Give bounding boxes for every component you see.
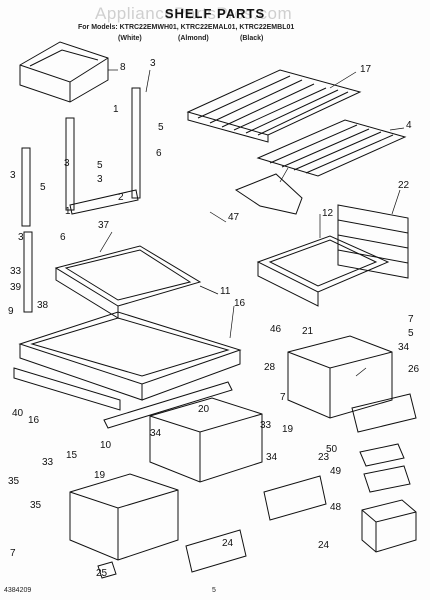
callout-label: 28 xyxy=(264,362,276,373)
callout-label: 49 xyxy=(330,466,342,477)
leader-lines xyxy=(99,69,405,377)
color-black-label: (Black) xyxy=(240,35,264,42)
callout-label: 3 xyxy=(10,170,16,181)
callout-label: 16 xyxy=(234,298,246,309)
callout-label: 5 xyxy=(408,328,414,339)
callout-label: 5 xyxy=(158,122,164,133)
panel-22-drawing xyxy=(337,204,409,279)
page-number: 5 xyxy=(212,587,216,594)
callout-label: 1 xyxy=(65,206,71,217)
callout-label: 10 xyxy=(100,440,112,451)
doc-number: 4384209 xyxy=(4,587,32,594)
callout-label: 20 xyxy=(198,404,210,415)
drawer-front-24-lower xyxy=(185,529,247,573)
callout-label: 12 xyxy=(322,208,334,219)
rail-left-lower xyxy=(23,231,33,313)
callout-label: 23 xyxy=(318,452,330,463)
crisper-drawer-19-center xyxy=(149,397,263,483)
rail-center-right xyxy=(131,87,141,199)
callout-label: 34 xyxy=(398,342,410,353)
callout-label: 39 xyxy=(10,282,22,293)
watermark: AppliancePartsPros.com xyxy=(95,4,293,23)
rail-left-upper xyxy=(21,147,31,227)
rail-center-left xyxy=(65,117,75,211)
callout-label: 7 xyxy=(408,314,414,325)
callout-label: 34 xyxy=(266,452,278,463)
callout-label: 1 xyxy=(113,104,119,115)
callout-label: 8 xyxy=(120,62,126,73)
callout-label: 33 xyxy=(42,457,54,468)
shelf-frame-9 xyxy=(18,311,242,401)
callout-label: 3 xyxy=(18,232,24,243)
callout-label: 16 xyxy=(28,415,40,426)
crisper-drawer-23 xyxy=(287,335,393,419)
callout-label: 25 xyxy=(96,568,108,579)
callout-label: 11 xyxy=(220,286,231,297)
callout-label: 3 xyxy=(150,58,156,69)
callout-label: 6 xyxy=(60,232,66,243)
egg-tray-49 xyxy=(363,465,411,493)
trim-40 xyxy=(13,367,121,411)
callout-label: 37 xyxy=(98,220,110,231)
color-almond-label: (Almond) xyxy=(178,35,209,42)
callout-label: 9 xyxy=(8,306,14,317)
drawer-front-26 xyxy=(351,393,417,433)
callout-label: 22 xyxy=(398,180,410,191)
lid-50 xyxy=(359,443,405,467)
callout-label: 35 xyxy=(30,500,42,511)
drawer-front-24-upper xyxy=(263,475,327,521)
wire-shelf-4 xyxy=(256,119,407,177)
callout-label: 40 xyxy=(12,408,24,419)
callout-label: 6 xyxy=(156,148,162,159)
callout-label: 17 xyxy=(360,64,372,75)
callout-label: 38 xyxy=(37,300,49,311)
callout-label: 3 xyxy=(97,174,103,185)
dairy-bin-48 xyxy=(361,499,417,553)
callout-label: 24 xyxy=(318,540,330,551)
glass-shelf-37 xyxy=(54,245,202,319)
rail-crossbar xyxy=(69,189,139,215)
callout-label: 33 xyxy=(10,266,22,277)
callout-label: 48 xyxy=(330,502,342,513)
callout-label: 26 xyxy=(408,364,420,375)
callout-label: 5 xyxy=(97,160,103,171)
callout-label: 19 xyxy=(94,470,106,481)
callout-label: 50 xyxy=(326,444,338,455)
callout-label: 4 xyxy=(406,120,412,131)
part-47-drawing xyxy=(234,173,303,215)
callout-label: 24 xyxy=(222,538,234,549)
callout-label: 5 xyxy=(40,182,46,193)
page-title: SHELF PARTS xyxy=(164,6,266,21)
model-list: For Models: KTRC22EMWH01, KTRC22EMAL01, … xyxy=(78,24,295,31)
callout-label: 7 xyxy=(280,392,286,403)
glass-shelf-12 xyxy=(256,235,390,307)
callout-label: 15 xyxy=(66,450,78,461)
part-25-drawing xyxy=(97,561,117,579)
callout-label: 21 xyxy=(302,326,314,337)
callout-label: 2 xyxy=(118,192,124,203)
top-crisper-bin-drawing xyxy=(19,41,109,103)
wire-shelf-17 xyxy=(186,69,362,143)
callout-label: 19 xyxy=(282,424,294,435)
callout-label: 34 xyxy=(150,428,162,439)
callout-label: 35 xyxy=(8,476,20,487)
color-white-label: (White) xyxy=(118,35,142,42)
callout-label: 46 xyxy=(270,324,282,335)
callout-label: 33 xyxy=(260,420,272,431)
callout-label: 7 xyxy=(10,548,16,559)
trim-15 xyxy=(103,381,233,429)
callout-label: 3 xyxy=(64,158,70,169)
callout-label: 47 xyxy=(228,212,240,223)
crisper-drawer-19-lower xyxy=(69,473,179,561)
